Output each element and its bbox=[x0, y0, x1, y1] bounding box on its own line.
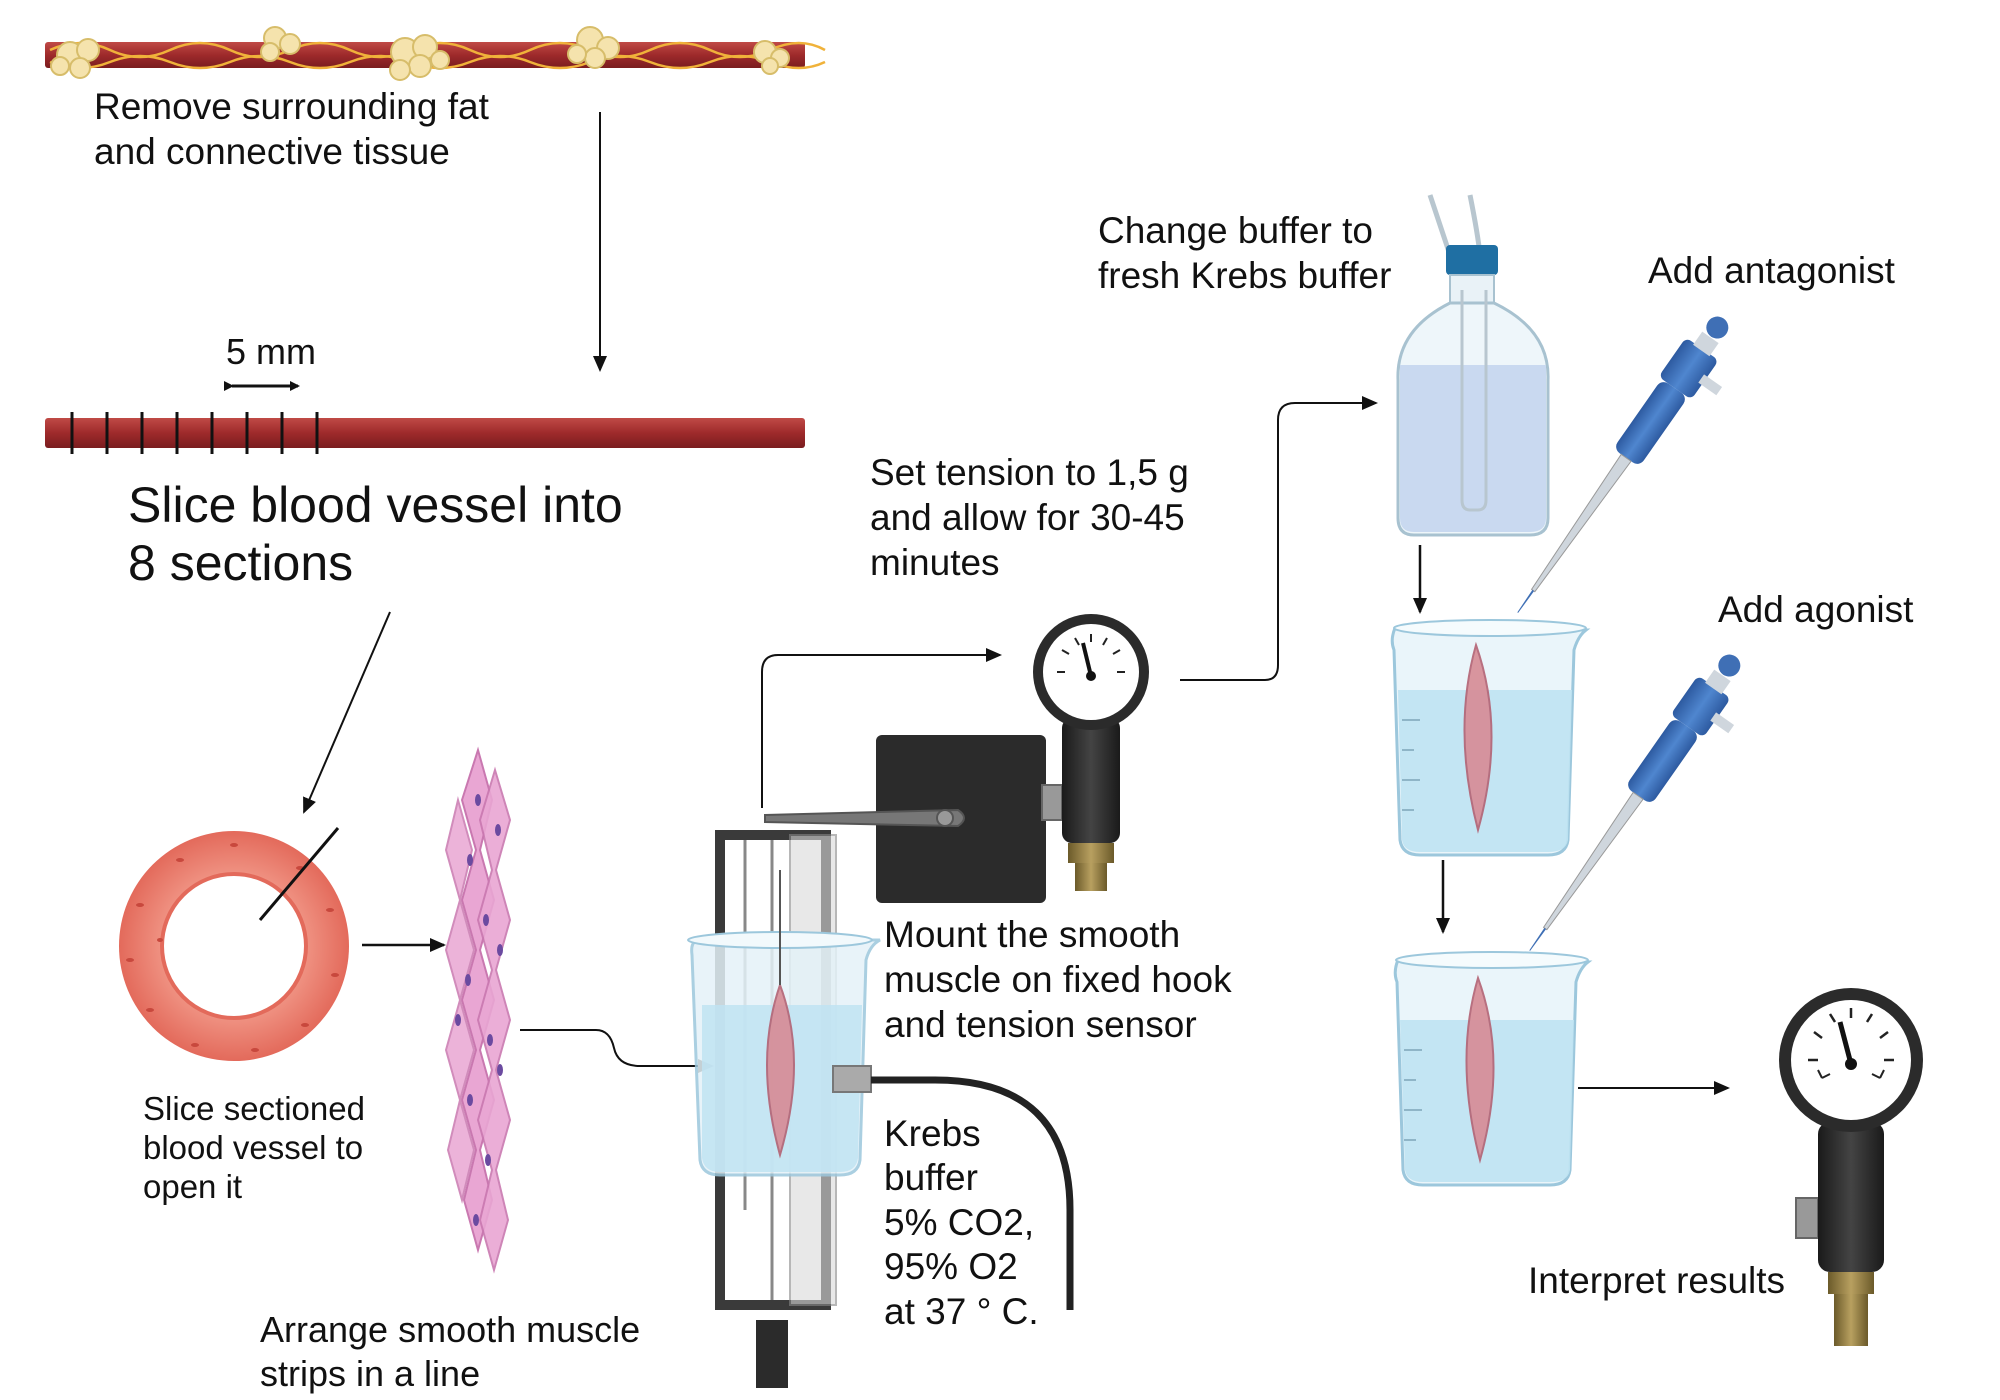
label-antagonist: Add antagonist bbox=[1648, 250, 1895, 291]
vessel-sectioned bbox=[45, 412, 805, 454]
label-interpret: Interpret results bbox=[1528, 1260, 1786, 1301]
label-slice-sections: Slice blood vessel into 8 sections bbox=[128, 477, 623, 591]
results-gauge bbox=[1779, 988, 1923, 1346]
label-arrange: Arrange smooth muscle strips in a line bbox=[260, 1309, 641, 1394]
organ-bath bbox=[687, 735, 1074, 1388]
beaker-agonist bbox=[1393, 951, 1593, 1187]
beaker-antagonist bbox=[1390, 619, 1591, 857]
vessel-ring bbox=[119, 827, 349, 1061]
tension-gauge bbox=[1033, 614, 1149, 891]
buffer-bottle bbox=[1396, 194, 1550, 537]
label-tension: Set tension to 1,5 g and allow for 30-45… bbox=[870, 452, 1189, 584]
label-krebs: Krebs buffer 5% CO2, 95% O2 at 37 ° C. bbox=[884, 1113, 1039, 1332]
flow-arrow-4 bbox=[520, 1029, 714, 1073]
pipette-antagonist bbox=[1517, 316, 1729, 613]
label-mount: Mount the smooth muscle on fixed hook an… bbox=[884, 914, 1232, 1046]
label-remove-fat: Remove surrounding fat and connective ti… bbox=[94, 86, 489, 173]
flow-arrow-6 bbox=[1180, 396, 1378, 681]
label-agonist: Add agonist bbox=[1718, 589, 1914, 630]
label-change-buffer: Change buffer to fresh Krebs buffer bbox=[1098, 210, 1392, 297]
flow-arrow-5 bbox=[761, 648, 1002, 808]
label-slice-open: Slice sectioned blood vessel to open it bbox=[143, 1090, 365, 1205]
pipette-agonist bbox=[1529, 654, 1741, 951]
vessel-with-fat bbox=[45, 26, 826, 81]
flow-arrow-2 bbox=[303, 611, 391, 814]
muscle-strips bbox=[444, 746, 512, 1274]
label-measure: 5 mm bbox=[226, 331, 316, 372]
